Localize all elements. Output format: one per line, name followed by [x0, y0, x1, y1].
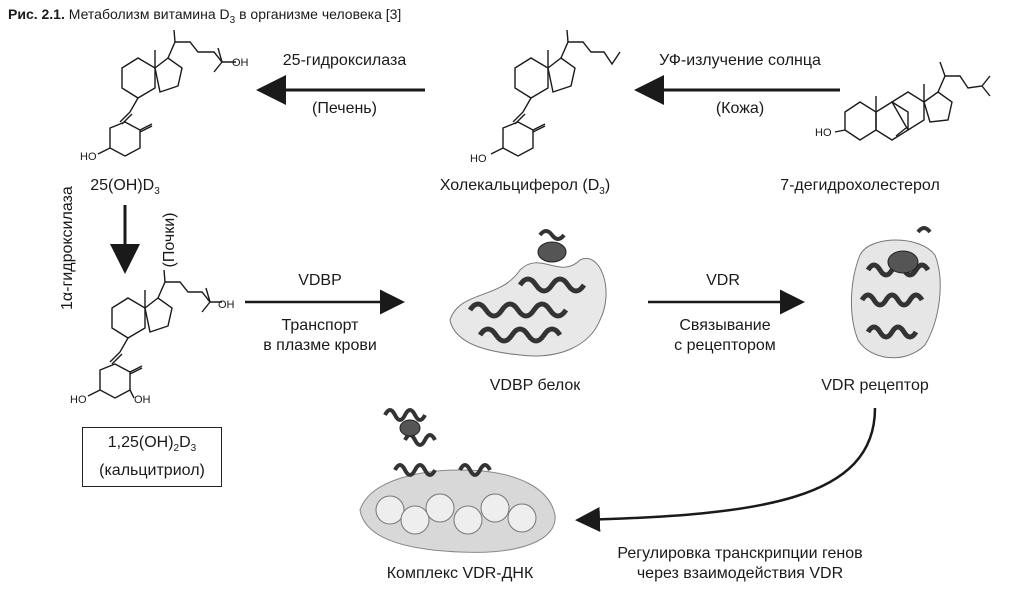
figure-number: Рис. 2.1.	[8, 6, 65, 22]
figure-caption: Рис. 2.1. Метаболизм витамина D3 в орган…	[8, 6, 401, 26]
label-vdr-arrow: VDR	[706, 272, 740, 289]
oh-label-5: OH	[134, 394, 151, 406]
ho-label-1: HO	[80, 151, 97, 163]
ho-label-3: HO	[815, 127, 832, 139]
label-binding-2: с рецептором	[674, 337, 776, 354]
label-25-oh-d3: 25(OH)D3	[90, 177, 160, 198]
oh-label-4: OH	[218, 299, 235, 311]
label-transport-2: в плазме крови	[263, 337, 377, 354]
label-7-dehydrocholesterol: 7-дегидрохолестерол	[780, 177, 940, 194]
label-vdr-protein: VDR рецептор	[821, 377, 929, 394]
label-regulation-1: Регулировка транскрипции генов	[617, 545, 863, 562]
label-25-hydroxylase: 25-гидроксилаза	[282, 52, 407, 69]
label-vdr-dna-complex: Комплекс VDR-ДНК	[386, 565, 534, 582]
label-regulation-2: через взаимодействия VDR	[636, 565, 844, 582]
label-cholecalciferol: Холекальциферол (D3)	[439, 177, 611, 198]
label-vdbp-arrow: VDBP	[298, 272, 342, 289]
label-1a-hydroxylase: 1α-гидроксилаза	[59, 186, 76, 310]
protein-vdr-dna-complex-image	[359, 408, 556, 553]
protein-vdbp-image	[449, 229, 607, 357]
label-calcitriol-name: (кальцитриол)	[99, 462, 205, 480]
calcitriol-box: 1,25(OH)2D3 (кальцитриол)	[82, 427, 222, 488]
label-binding-1: Связывание	[679, 317, 771, 334]
molecule-calcitriol	[87, 269, 222, 399]
molecule-cholecalciferol	[490, 29, 621, 157]
label-kidneys: (Почки)	[161, 212, 178, 268]
ho-label-4: HO	[70, 394, 87, 406]
molecule-7-dehydrocholesterol	[834, 61, 991, 141]
label-liver: (Печень)	[312, 100, 377, 117]
label-calcitriol-formula: 1,25(OH)2D3	[107, 434, 197, 455]
molecule-25-oh-d3	[97, 29, 236, 157]
arrow-regulation	[575, 407, 877, 532]
label-vdbp-protein: VDBP белок	[489, 377, 581, 394]
protein-vdr-image	[851, 226, 941, 359]
oh-label-1: OH	[232, 57, 249, 69]
label-transport-1: Транспорт	[281, 317, 359, 334]
ho-label-2: HO	[470, 153, 487, 165]
caption-text: Метаболизм витамина D3 в организме челов…	[68, 6, 402, 26]
label-uv: УФ-излучение солнца	[659, 52, 821, 69]
label-skin: (Кожа)	[715, 100, 765, 117]
